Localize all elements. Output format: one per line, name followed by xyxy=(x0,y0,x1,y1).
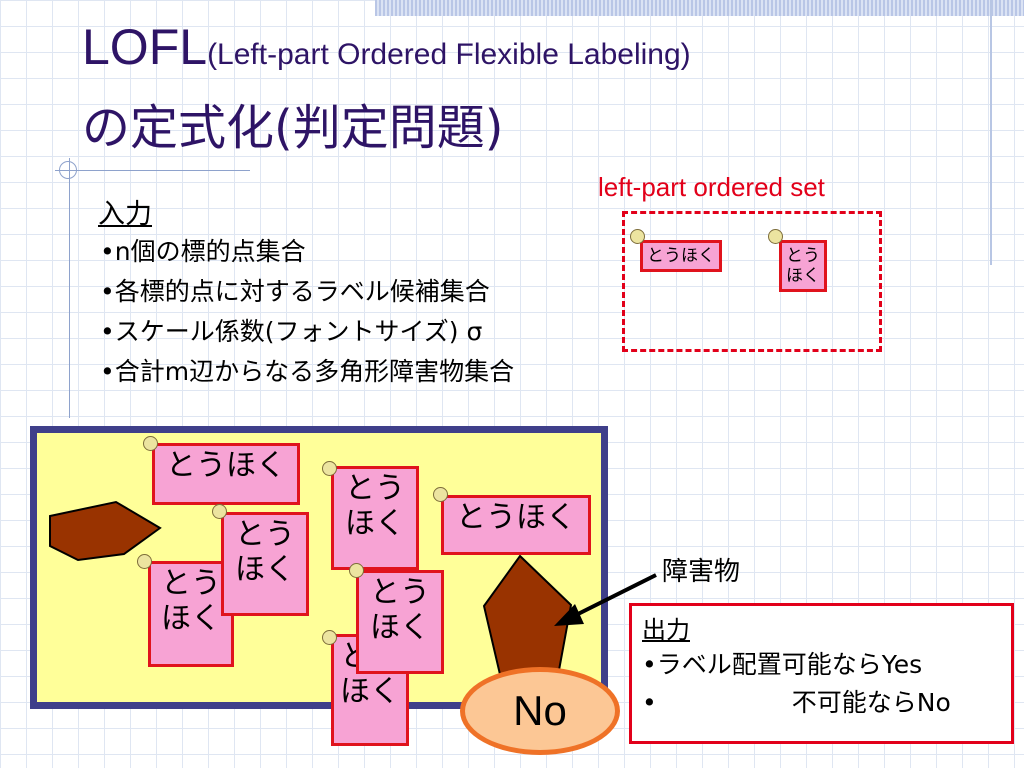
input-heading: 入力 xyxy=(98,199,152,230)
label-text: ほく xyxy=(786,266,820,287)
label-text: ほく xyxy=(370,610,430,646)
input-list: •n個の標的点集合 •各標的点に対するラベル候補集合 •スケール係数(フォントサ… xyxy=(100,232,514,392)
label-text: ほく xyxy=(345,506,405,542)
input-item: •各標的点に対するラベル候補集合 xyxy=(100,277,490,306)
anchor-point xyxy=(212,504,227,519)
input-item: •合計m辺からなる多角形障害物集合 xyxy=(100,357,515,386)
anchor-point xyxy=(349,563,364,578)
anchor-point xyxy=(322,461,337,476)
right-decoration-line xyxy=(990,0,992,265)
output-heading: 出力 xyxy=(642,616,690,644)
lpo-dashed-box xyxy=(622,211,882,352)
label-text: ほく xyxy=(161,601,221,637)
lpo-caption: left-part ordered set xyxy=(598,172,825,202)
title-second-line: の定式化(判定問題) xyxy=(82,100,504,156)
map-label-wide: とうほく xyxy=(152,443,300,505)
lpo-anchor-point xyxy=(768,229,783,244)
label-text: ほく xyxy=(340,674,400,710)
input-item: •スケール係数(フォントサイズ) σ xyxy=(100,317,483,346)
lpo-label-tall: とう ほく xyxy=(779,240,827,293)
label-text: とう xyxy=(161,566,221,601)
answer-no-badge: No xyxy=(460,667,620,755)
map-label-tall: とう ほく xyxy=(356,570,444,674)
map-label-tall: とう ほく xyxy=(331,466,419,570)
output-bullet: • xyxy=(642,688,657,717)
anchor-point xyxy=(143,436,158,451)
decoration-vertical-rule xyxy=(69,158,70,418)
title-main: LOFL xyxy=(82,19,208,75)
map-label-tall: とう ほく xyxy=(221,512,309,616)
lpo-anchor-point xyxy=(630,229,645,244)
label-text: とうほく xyxy=(166,448,286,483)
lpo-label-wide: とうほく xyxy=(640,240,722,273)
label-text: とう xyxy=(345,471,405,506)
anchor-point xyxy=(322,630,337,645)
output-line-yes: •ラベル配置可能ならYes xyxy=(642,650,923,679)
answer-text: No xyxy=(513,687,567,734)
title-subtitle: (Left-part Ordered Flexible Labeling) xyxy=(207,38,691,71)
label-text: とうほく xyxy=(456,500,576,535)
map-area xyxy=(30,426,608,709)
label-text: ほく xyxy=(235,552,295,588)
header-decoration-band xyxy=(375,0,1024,16)
input-item: •n個の標的点集合 xyxy=(100,237,306,266)
output-line-no: • 不可能ならNo xyxy=(642,684,1001,722)
label-text: とうほく xyxy=(647,246,715,266)
obstacle-caption: 障害物 xyxy=(662,557,741,587)
map-label-wide: とうほく xyxy=(441,495,591,555)
label-text: とう xyxy=(786,246,820,266)
decoration-rule xyxy=(55,170,250,171)
decoration-circle xyxy=(59,161,77,179)
anchor-point xyxy=(137,554,152,569)
label-text: とう xyxy=(235,517,295,552)
output-box: 出力 •ラベル配置可能ならYes • 不可能ならNo xyxy=(629,603,1014,744)
slide-title: LOFL(Left-part Ordered Flexible Labeling… xyxy=(82,18,691,76)
anchor-point xyxy=(433,487,448,502)
label-text: とう xyxy=(370,575,430,610)
output-no-text: 不可能ならNo xyxy=(791,688,951,717)
